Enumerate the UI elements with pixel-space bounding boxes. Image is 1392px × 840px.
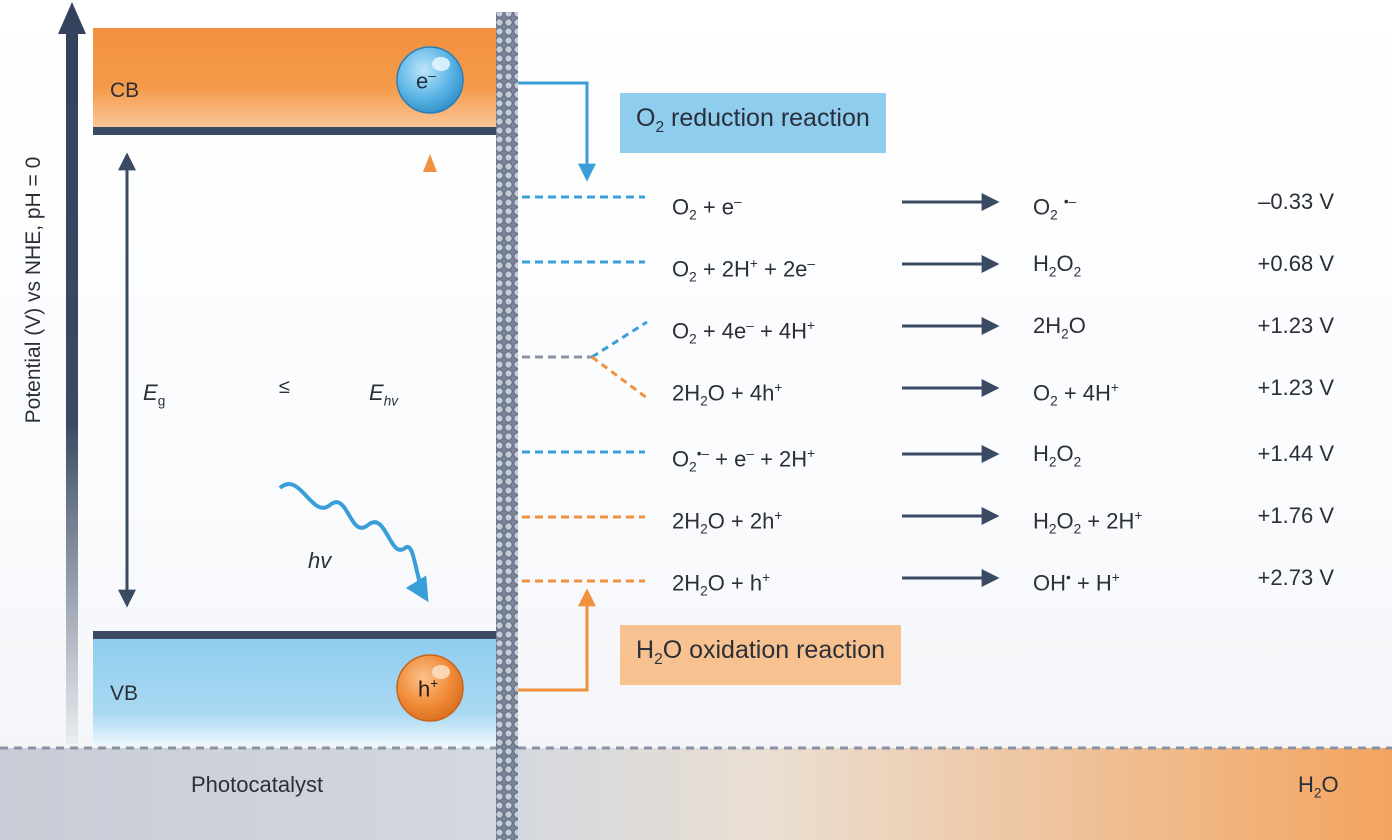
- vb-edge: [93, 631, 496, 639]
- reactants: 2H2O + h+: [672, 570, 771, 599]
- reduction-reaction-box: O2 reduction reaction: [620, 93, 886, 153]
- redox-potential: +2.73 V: [1257, 565, 1334, 590]
- potential-axis-shaft: [66, 28, 78, 744]
- bottom-strip: [0, 748, 1392, 840]
- hole-label: h+: [418, 676, 439, 702]
- reaction-row: 2H2O + 4h+ O2 + 4H+ +1.23 V: [0, 368, 1392, 409]
- reactants: O2 + 4e– + 4H+: [672, 318, 815, 347]
- photon-wave: [278, 482, 429, 603]
- photon-label: hv: [308, 548, 332, 573]
- reactants: O2•– + e– + 2H+: [672, 446, 816, 475]
- reaction-row: O2 + e– O2 •– –0.33 V: [0, 182, 1392, 223]
- water-label: H2O: [1298, 772, 1339, 801]
- electron-label: e–: [416, 68, 436, 94]
- reduction-connector: [518, 81, 596, 182]
- reactants: 2H2O + 4h+: [672, 380, 783, 409]
- reaction-row: 2H2O + h+ OH• + H+ +2.73 V: [0, 558, 1392, 599]
- interface-layer: [496, 12, 518, 840]
- redox-potential: +1.23 V: [1257, 375, 1334, 400]
- products: 2H2O: [1033, 313, 1086, 342]
- less-equal-sign: ≤: [279, 376, 290, 398]
- photocatalyst-label: Photocatalyst: [191, 772, 324, 797]
- reactants: O2 + e–: [672, 194, 742, 223]
- products: H2O2: [1033, 251, 1082, 280]
- redox-potential: +1.23 V: [1257, 313, 1334, 338]
- level-line-branch: [591, 320, 648, 359]
- band-gap-label: Eg: [143, 380, 166, 409]
- products: H2O2 + 2H+: [1033, 508, 1143, 537]
- hole-highlight: [432, 665, 450, 679]
- reaction-arrows: [902, 193, 1000, 587]
- photon-energy-arrowhead: [423, 154, 437, 172]
- reactants: 2H2O + 2h+: [672, 508, 783, 537]
- reaction-row: O2 + 2H+ + 2e– H2O2 +0.68 V: [0, 244, 1392, 285]
- cb-label: CB: [110, 79, 140, 102]
- reaction-row: O2•– + e– + 2H+ H2O2 +1.44 V: [0, 434, 1392, 475]
- oxidation-connector: [518, 588, 596, 692]
- electron-highlight: [432, 57, 450, 71]
- reaction-row: O2 + 4e– + 4H+ 2H2O +1.23 V: [0, 306, 1392, 347]
- redox-potential: +0.68 V: [1257, 251, 1334, 276]
- products: O2 + 4H+: [1033, 380, 1119, 409]
- products: O2 •–: [1033, 194, 1077, 223]
- redox-potential: –0.33 V: [1258, 189, 1334, 214]
- products: OH• + H+: [1033, 570, 1120, 596]
- vb-label: VB: [110, 682, 139, 705]
- reaction-row: 2H2O + 2h+ H2O2 + 2H+ +1.76 V: [0, 496, 1392, 537]
- photon-energy-label: Ehv: [369, 380, 399, 409]
- redox-potential: +1.76 V: [1257, 503, 1334, 528]
- cb-edge: [93, 127, 496, 135]
- redox-potential: +1.44 V: [1257, 441, 1334, 466]
- potential-axis-arrowhead: [58, 2, 86, 34]
- products: H2O2: [1033, 441, 1082, 470]
- reactants: O2 + 2H+ + 2e–: [672, 256, 815, 285]
- oxidation-reaction-box: H2O oxidation reaction: [620, 625, 902, 685]
